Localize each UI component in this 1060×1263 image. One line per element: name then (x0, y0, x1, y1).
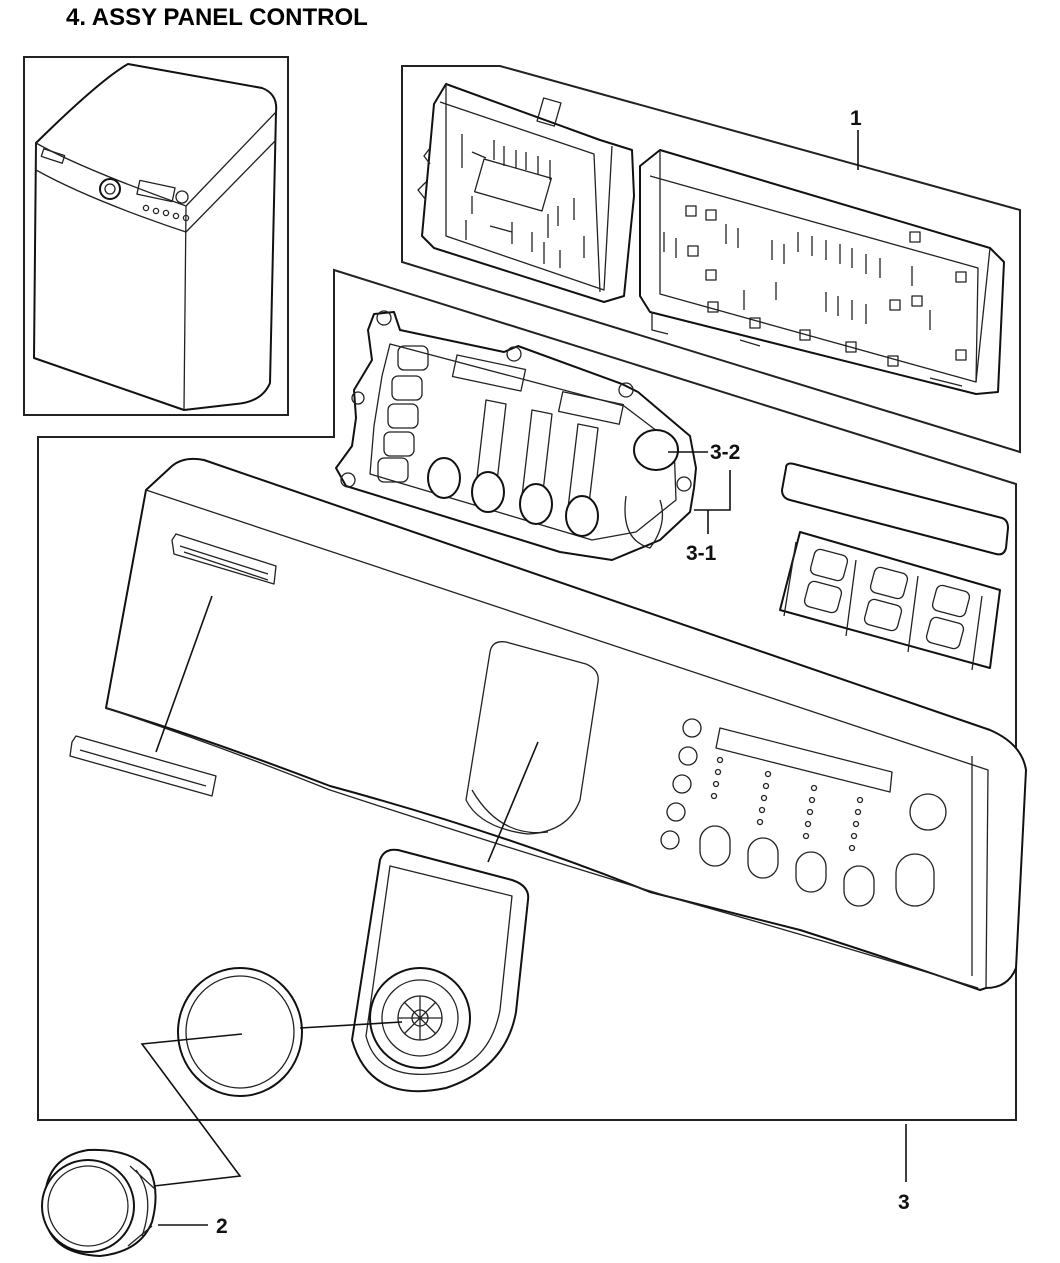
diagram-title: 4. ASSY PANEL CONTROL (66, 4, 368, 31)
assembly-3-frame (37, 268, 1017, 1121)
logo-badge (171, 533, 277, 585)
part-2-leader (140, 1033, 243, 1187)
logo-leader (155, 595, 213, 753)
dial-bezel-ring (177, 967, 303, 1097)
dial-frame (351, 848, 530, 1093)
display-window-strip (781, 462, 1009, 556)
led-holder (779, 531, 1001, 671)
panel-buttons-round (660, 718, 702, 850)
inset-frame (23, 56, 289, 416)
callout-2: 2 (216, 1215, 228, 1238)
panel-buttons-pill (699, 793, 947, 907)
callout-3: 3 (898, 1191, 910, 1214)
washer-illustration (33, 63, 278, 411)
part-1-frame (401, 65, 1021, 454)
washer-overview-inset (23, 56, 289, 416)
control-panel-body (105, 457, 1027, 991)
callout-3-2: 3-2 (710, 441, 740, 464)
part-1-pcb-assembly (417, 83, 1005, 395)
bezel-leader (299, 1021, 403, 1029)
logo-badge-spare (69, 735, 217, 797)
callout-1: 1 (850, 107, 862, 130)
callout-3-1: 3-1 (686, 542, 717, 565)
dial-window-leader (487, 741, 539, 863)
part-2-knob (41, 1148, 157, 1257)
panel-led-dots (710, 756, 864, 852)
part-3-1-leader (694, 470, 731, 511)
part-3-1-button-holder (335, 310, 697, 561)
